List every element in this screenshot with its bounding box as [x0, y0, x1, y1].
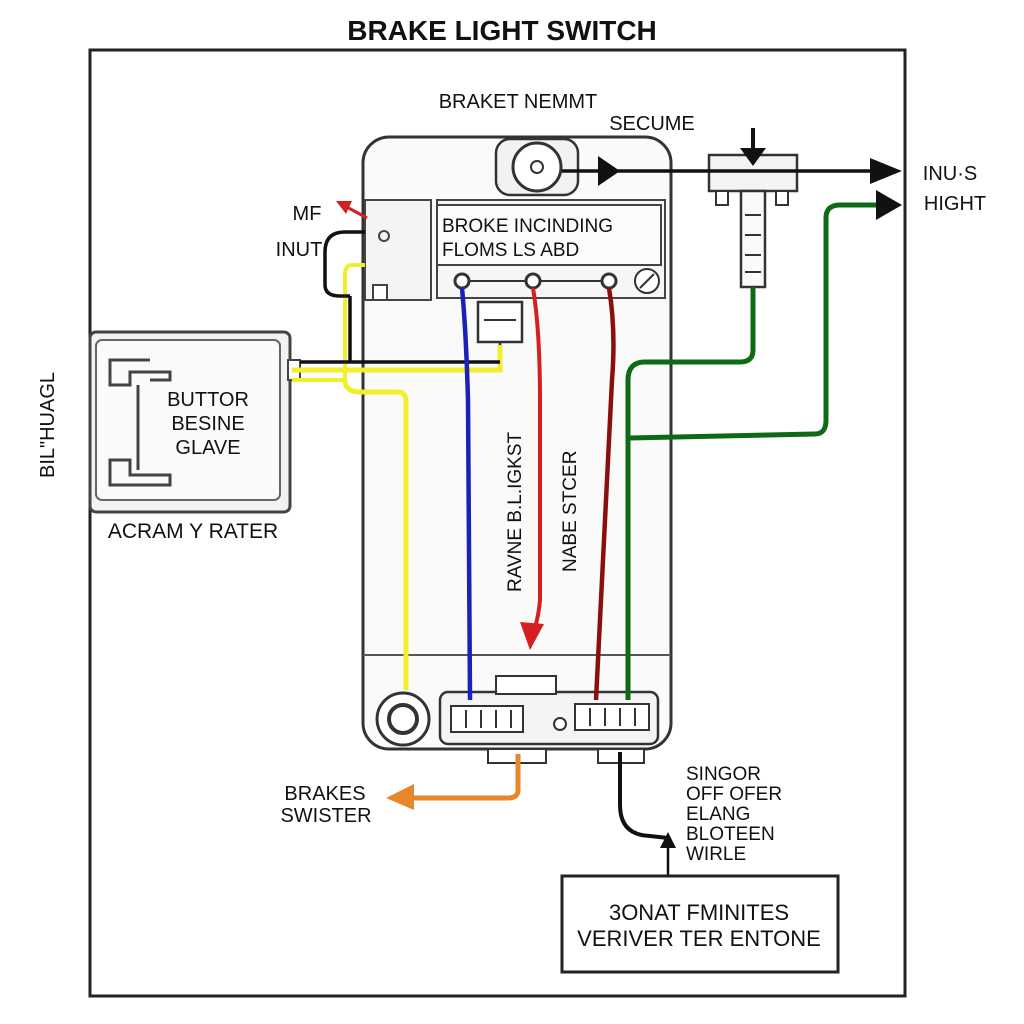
box-caption: ACRAM Y RATER	[108, 520, 278, 543]
blue-wire	[459, 287, 473, 701]
label-inut: INUT	[276, 239, 323, 261]
knob-center	[530, 160, 544, 174]
left-component-inner	[95, 339, 281, 501]
orange-arrow-icon	[386, 784, 414, 810]
wire-label-vertical-1: RAVNE B.L.IGKST	[505, 431, 526, 592]
black-wire-bottom	[618, 752, 669, 840]
green-wire-2	[627, 202, 880, 441]
outer-frame	[88, 48, 907, 998]
upper-connector-block	[364, 199, 432, 301]
bottom-box-line1: 3ONAT FMINITES	[609, 900, 789, 925]
box-text-line3: GLAVE	[175, 437, 240, 459]
sensor-bolt-left	[715, 190, 729, 206]
label-panel-inner	[436, 204, 662, 266]
box-text-line1: BUTTOR	[167, 389, 249, 411]
bottom-round-port-inner	[387, 703, 419, 735]
label-swister: SWISTER	[280, 805, 371, 827]
no-symbol-slash	[639, 273, 655, 289]
connector-tab	[372, 284, 388, 301]
panel-text-line1: BROKE INCINDING	[442, 216, 613, 237]
red-small-arrow-head	[336, 201, 352, 214]
terminal-block-left	[450, 705, 524, 733]
left-bracket-top	[108, 358, 172, 387]
note-line1: SINGOR	[686, 764, 761, 785]
black-end-arrow-icon	[870, 158, 902, 184]
connector-screw	[378, 230, 390, 242]
black-wire-inut	[300, 230, 500, 364]
note-line2: OFF OFER	[686, 784, 782, 805]
bottom-latch	[495, 675, 557, 695]
label-inus: INU·S	[923, 163, 977, 185]
terminal-3	[600, 272, 618, 290]
label-mf: MF	[293, 203, 322, 225]
black-pointer-arrow-icon	[660, 832, 676, 848]
green-wire-1	[625, 287, 756, 700]
label-hight: HIGHT	[924, 193, 986, 215]
label-brakes: BRAKES	[284, 783, 365, 805]
note-line3: ELANG	[686, 804, 750, 825]
panel-text-line2: FLOMS LS ABD	[442, 240, 579, 261]
wire-label-vertical-2: NABE STCER	[560, 451, 581, 572]
terminal-1	[453, 272, 471, 290]
red-arrow-icon	[520, 622, 544, 650]
label-braket-nemmt: BRAKET NEMMT	[439, 91, 598, 113]
black-mid-arrow-icon	[598, 156, 620, 186]
bottom-info-box	[560, 874, 840, 974]
sensor-bolt-right	[775, 190, 789, 206]
label-secume: SECUME	[609, 113, 695, 135]
dark-red-wire	[593, 287, 616, 701]
green-arrow-icon	[876, 190, 902, 220]
yellow-wire-top	[292, 263, 365, 382]
terminal-2	[524, 272, 542, 290]
yellow-wire	[292, 345, 503, 690]
plug-connector	[476, 300, 524, 344]
terminal-block-right	[574, 703, 650, 731]
diagram-title: BRAKE LIGHT SWITCH	[347, 15, 657, 46]
note-line5: WIRLE	[686, 844, 746, 865]
orange-wire	[410, 754, 521, 801]
bottom-box-line2: VERIVER TER ENTONE	[577, 926, 821, 951]
box-text-line2: BESINE	[171, 413, 244, 435]
sensor-down-arrow-icon	[740, 148, 766, 166]
note-line4: BLOTEEN	[686, 824, 775, 845]
left-vertical-label: BIL"HUAGL	[37, 372, 59, 478]
left-bracket-bottom	[108, 458, 172, 487]
bottom-mid-screw	[553, 717, 567, 731]
